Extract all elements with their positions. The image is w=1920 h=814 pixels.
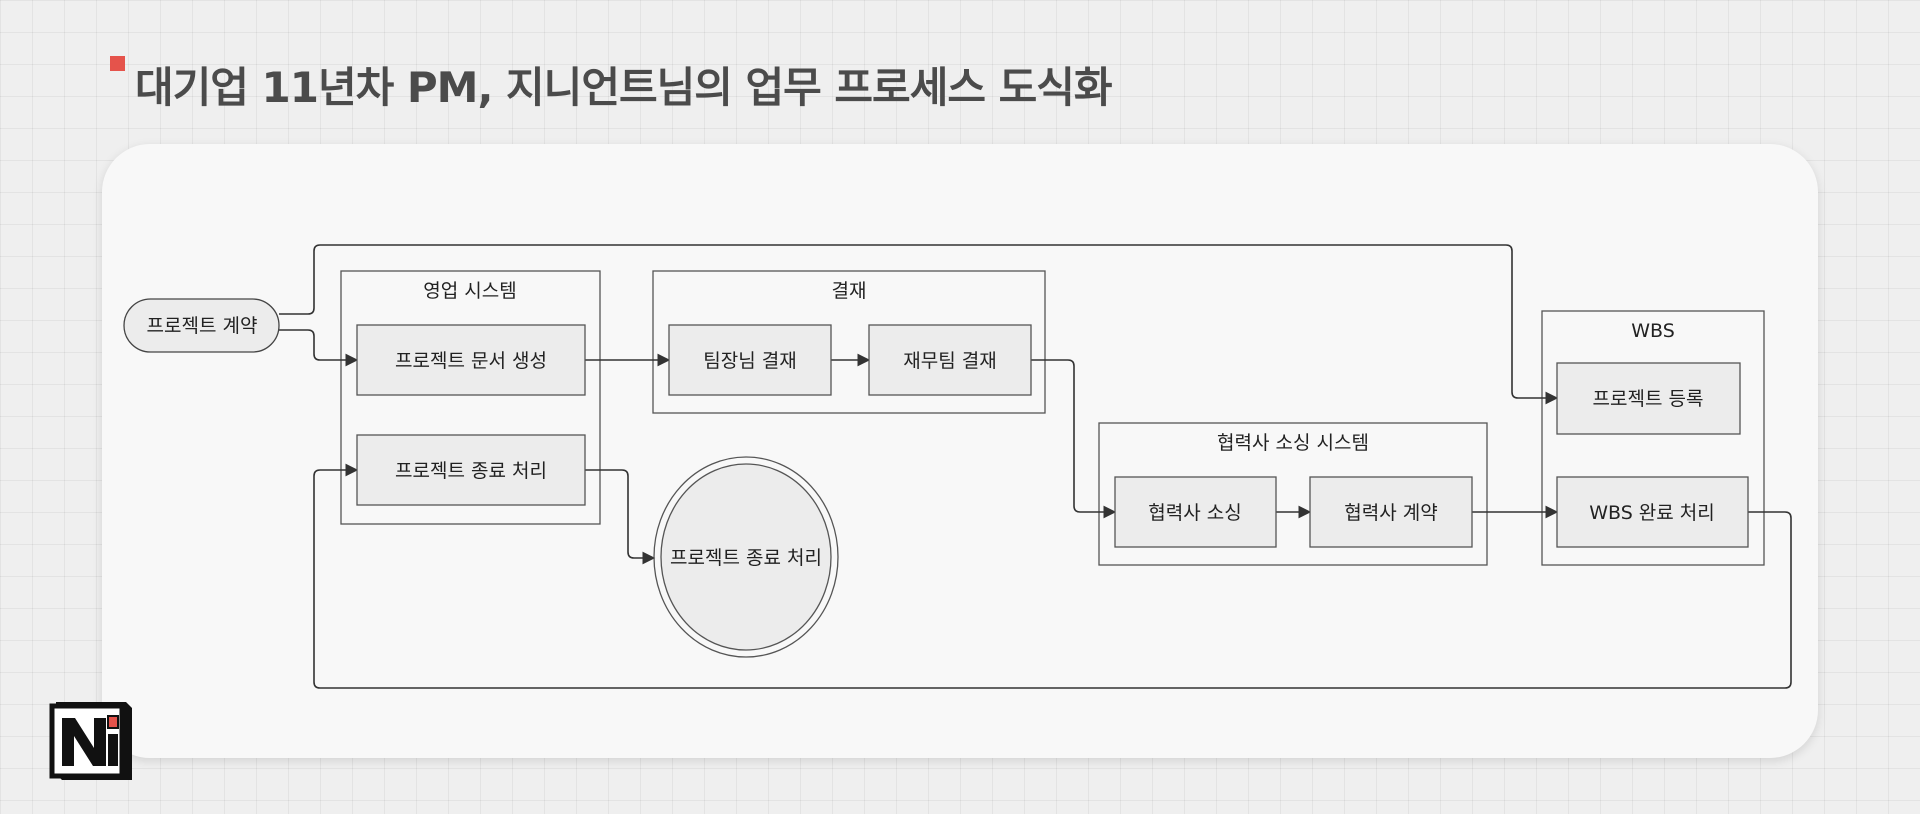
connectors (279, 244, 1792, 689)
edge-close-to-end (585, 469, 656, 565)
node-label-finance-team-approval: 재무팀 결재 (903, 350, 996, 372)
edge-finance-to-sourcing (1031, 359, 1117, 519)
node-label-project-close-process: 프로젝트 종료 처리 (395, 460, 547, 482)
node-finance-team-approval: 재무팀 결재 (868, 324, 1032, 396)
node-team-leader-approval: 팀장님 결재 (668, 324, 832, 396)
group-label-approval: 결재 (832, 280, 867, 302)
node-label-project-contract: 프로젝트 계약 (147, 315, 258, 337)
edge-contract-to-create-doc (279, 329, 359, 367)
node-label-create-project-doc: 프로젝트 문서 생성 (395, 350, 547, 372)
group-partner-sourcing-system: 협력사 소싱 시스템 (1098, 422, 1488, 566)
node-create-project-doc: 프로젝트 문서 생성 (356, 324, 586, 396)
node-partner-contract: 협력사 계약 (1309, 476, 1473, 548)
node-project-register: 프로젝트 등록 (1556, 362, 1741, 435)
node-partner-sourcing: 협력사 소싱 (1114, 476, 1277, 548)
group-sales-system: 영업 시스템 (340, 270, 601, 525)
node-project-close-process: 프로젝트 종료 처리 (356, 434, 586, 506)
node-project-contract: 프로젝트 계약 (123, 298, 280, 353)
page-title: 대기업 11년차 PM, 지니언트님의 업무 프로세스 도식화 (135, 63, 1113, 112)
node-label-end-project-close: 프로젝트 종료 처리 (670, 547, 822, 569)
node-end-project-close: 프로젝트 종료 처리 (653, 456, 839, 658)
group-label-wbs: WBS (1631, 320, 1675, 342)
group-label-partner-sourcing-system: 협력사 소싱 시스템 (1217, 432, 1369, 454)
node-label-project-register: 프로젝트 등록 (1593, 388, 1704, 410)
group-approval: 결재 (652, 270, 1046, 414)
node-label-partner-contract: 협력사 계약 (1344, 502, 1437, 524)
notefolio-n-logo (49, 702, 132, 780)
edge-wbs-complete-to-close (313, 463, 1792, 689)
node-label-partner-sourcing: 협력사 소싱 (1148, 502, 1241, 524)
title-marker (110, 56, 125, 71)
node-label-team-leader-approval: 팀장님 결재 (703, 350, 796, 372)
edge-contract-to-register (279, 244, 1559, 405)
group-wbs: WBS (1541, 310, 1765, 566)
group-label-sales-system: 영업 시스템 (423, 280, 516, 302)
node-label-wbs-complete: WBS 완료 처리 (1589, 502, 1715, 524)
node-wbs-complete: WBS 완료 처리 (1556, 476, 1749, 548)
